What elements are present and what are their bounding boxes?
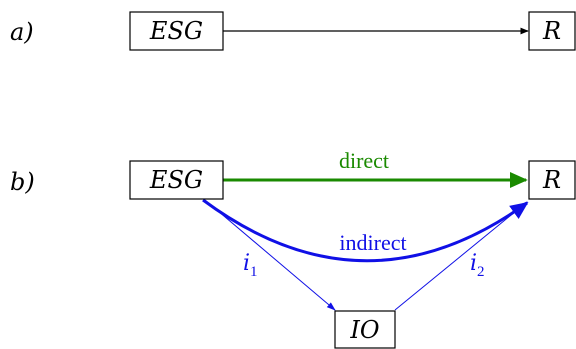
indirect-effect-label: indirect	[339, 230, 406, 255]
panel-b-node-esg-text: ESG	[149, 166, 203, 194]
path-i2-label: i2	[470, 251, 485, 280]
panel-b-node-io: IO	[334, 310, 396, 349]
panel-b: b) direct indirect i1 i2 ESG R IO	[10, 148, 576, 349]
path-i1-base: i	[243, 251, 250, 276]
panel-a-label: a)	[10, 18, 34, 46]
panel-a-node-esg-text: ESG	[149, 17, 203, 45]
path-i2-arrow	[394, 201, 528, 311]
panel-b-node-esg-box	[129, 160, 224, 200]
path-i1-label: i1	[243, 251, 258, 280]
panel-a: a) ESG R	[10, 11, 576, 51]
panel-a-node-r: R	[528, 11, 576, 51]
panel-b-node-esg: ESG	[129, 160, 224, 200]
panel-a-node-r-text: R	[542, 17, 561, 45]
direct-effect-label: direct	[339, 148, 389, 173]
panel-b-node-io-box	[334, 310, 396, 349]
path-i2-index: 2	[477, 264, 485, 280]
panel-a-node-esg-box	[129, 11, 224, 51]
panel-b-node-r-box	[528, 160, 576, 200]
panel-a-node-esg: ESG	[129, 11, 224, 51]
panel-a-node-r-box	[528, 11, 576, 51]
panel-b-node-r-text: R	[542, 166, 561, 194]
path-i2-base: i	[470, 251, 477, 276]
panel-b-node-r: R	[528, 160, 576, 200]
panel-b-label: b)	[10, 168, 35, 196]
path-i1-index: 1	[250, 264, 258, 280]
indirect-effect-arrow	[202, 198, 529, 263]
panel-b-node-io-text: IO	[349, 316, 379, 344]
path-i1-arrow	[204, 199, 336, 311]
